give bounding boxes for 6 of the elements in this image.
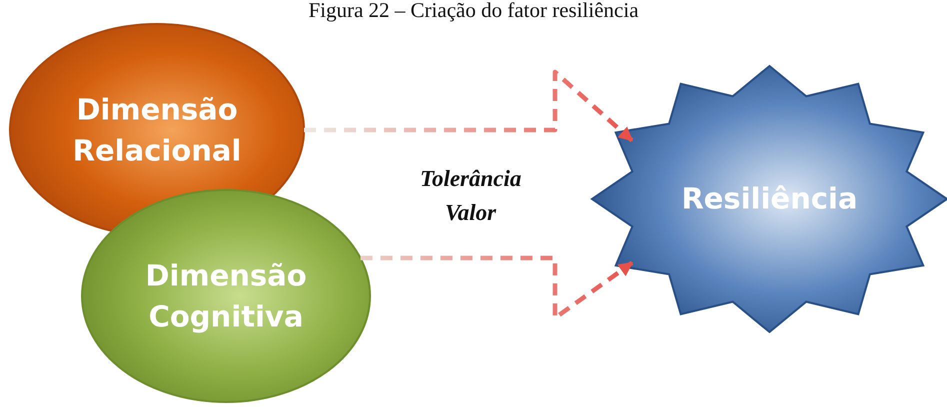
node-label: Dimensão Relacional [72, 91, 242, 169]
node-label: Dimensão Cognitiva [144, 257, 308, 335]
dashed-arrow [304, 70, 634, 142]
figure-title: Figura 22 – Criação do fator resiliência [308, 0, 639, 23]
arrow-label: Tolerância [420, 166, 522, 192]
arrow-label: Valor [445, 200, 496, 226]
